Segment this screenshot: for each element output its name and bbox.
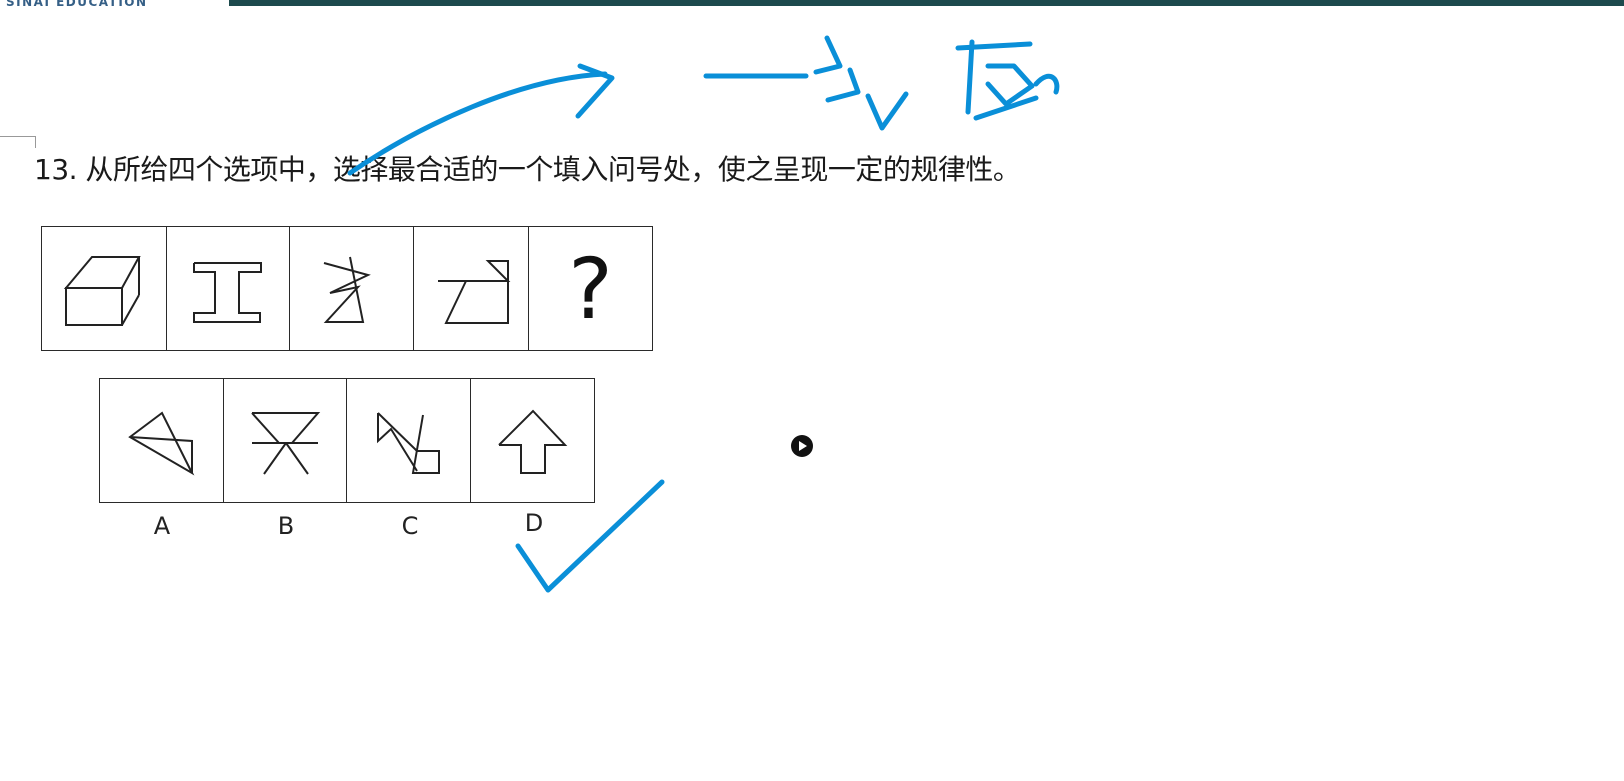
sequence-unknown: ? xyxy=(528,226,653,351)
option-c-figure[interactable] xyxy=(346,378,471,503)
sequence-figure-3 xyxy=(289,226,414,351)
triangle-kite-shape-icon xyxy=(128,411,195,476)
ink-glyph-1 xyxy=(813,35,909,131)
header-bar xyxy=(229,0,1624,6)
ink-glyph-2 xyxy=(955,39,1060,121)
option-a-label[interactable]: A xyxy=(153,512,171,540)
option-d-label[interactable]: D xyxy=(524,509,544,537)
margin-corner-mark xyxy=(0,136,36,148)
options-row xyxy=(99,378,595,503)
question-mark: ? xyxy=(568,239,613,338)
up-arrow-shape-icon xyxy=(497,409,567,474)
option-d-figure[interactable] xyxy=(469,378,595,503)
i-beam-shape-icon xyxy=(192,262,262,323)
option-b-label[interactable]: B xyxy=(277,512,295,540)
sequence-row: ? xyxy=(41,226,653,351)
option-b-figure[interactable] xyxy=(222,378,348,503)
parallelogram-box-shape-icon xyxy=(63,256,141,326)
ink-arrow-head xyxy=(575,63,615,119)
option-c-label[interactable]: C xyxy=(401,512,419,540)
brand-logo-text: SINAI EDUCATION xyxy=(6,0,148,9)
bowtie-box-shape-icon xyxy=(437,260,510,324)
zigzag-shape-icon xyxy=(323,256,371,323)
question-text: 13. 从所给四个选项中，选择最合适的一个填入问号处，使之呈现一定的规律性。 xyxy=(34,153,1021,186)
zigzag-square-shape-icon xyxy=(377,412,440,474)
option-a-figure[interactable] xyxy=(99,378,224,503)
play-cursor-icon xyxy=(791,435,813,457)
sequence-figure-2 xyxy=(165,226,291,351)
sequence-figure-1 xyxy=(41,226,167,351)
sequence-figure-4 xyxy=(412,226,530,351)
hourglass-shape-icon xyxy=(250,412,320,475)
